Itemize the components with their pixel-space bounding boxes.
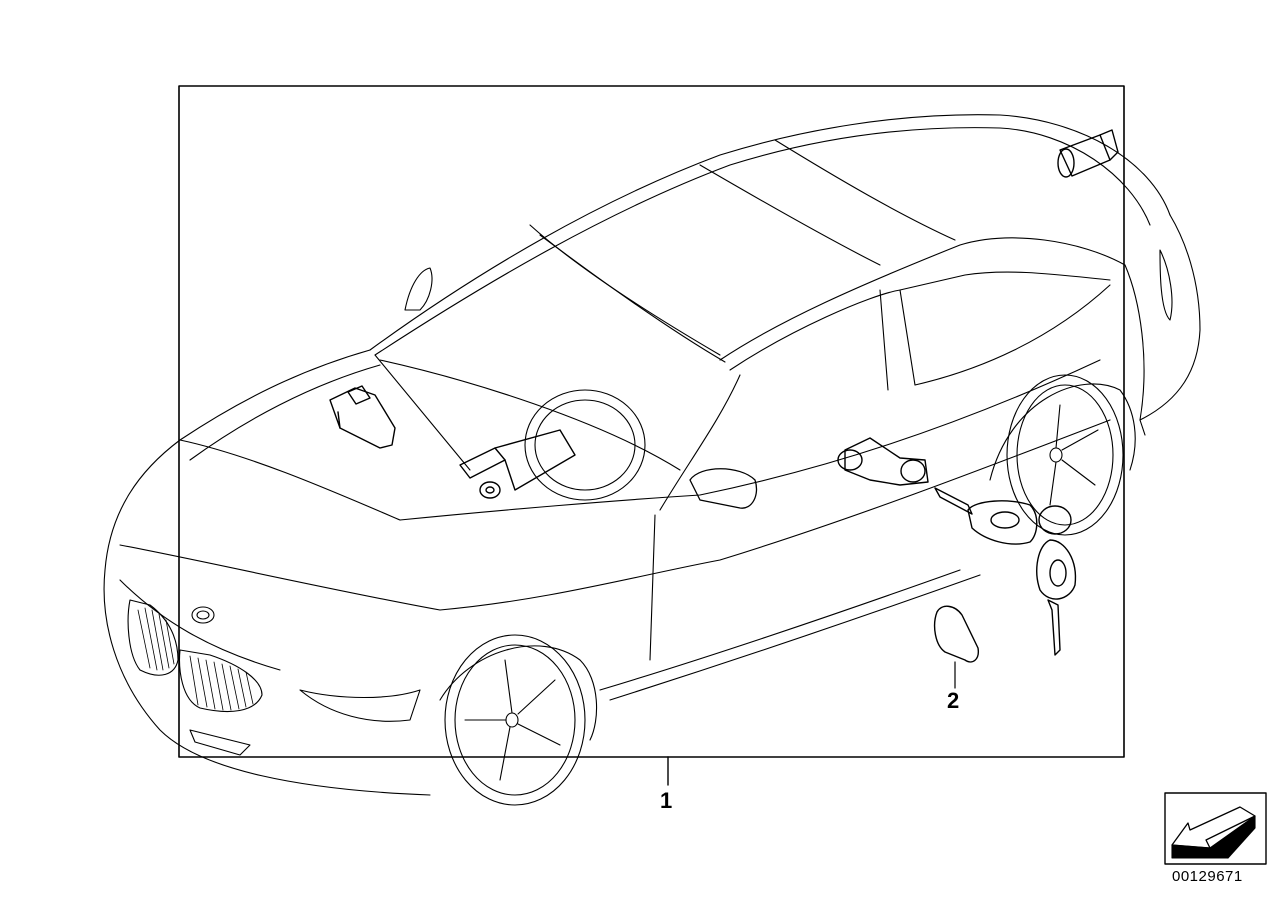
diagram-reference-number: 00129671 — [1172, 868, 1243, 885]
label-plate-icon — [933, 605, 980, 663]
car-outline-icon — [103, 114, 1201, 806]
side-mirror-icon — [689, 468, 758, 509]
callout-label-1: 1 — [660, 788, 673, 813]
control-module-icon — [329, 385, 396, 449]
kit-frame — [178, 85, 1125, 758]
ignition-lock-icon — [459, 429, 576, 499]
door-lock-cylinder-icon — [837, 437, 929, 486]
callout-label-2: 2 — [947, 688, 960, 713]
trunk-lock-cylinder-icon — [1057, 129, 1119, 178]
direction-arrow-icon — [1164, 792, 1267, 865]
key-icon — [934, 487, 1077, 656]
